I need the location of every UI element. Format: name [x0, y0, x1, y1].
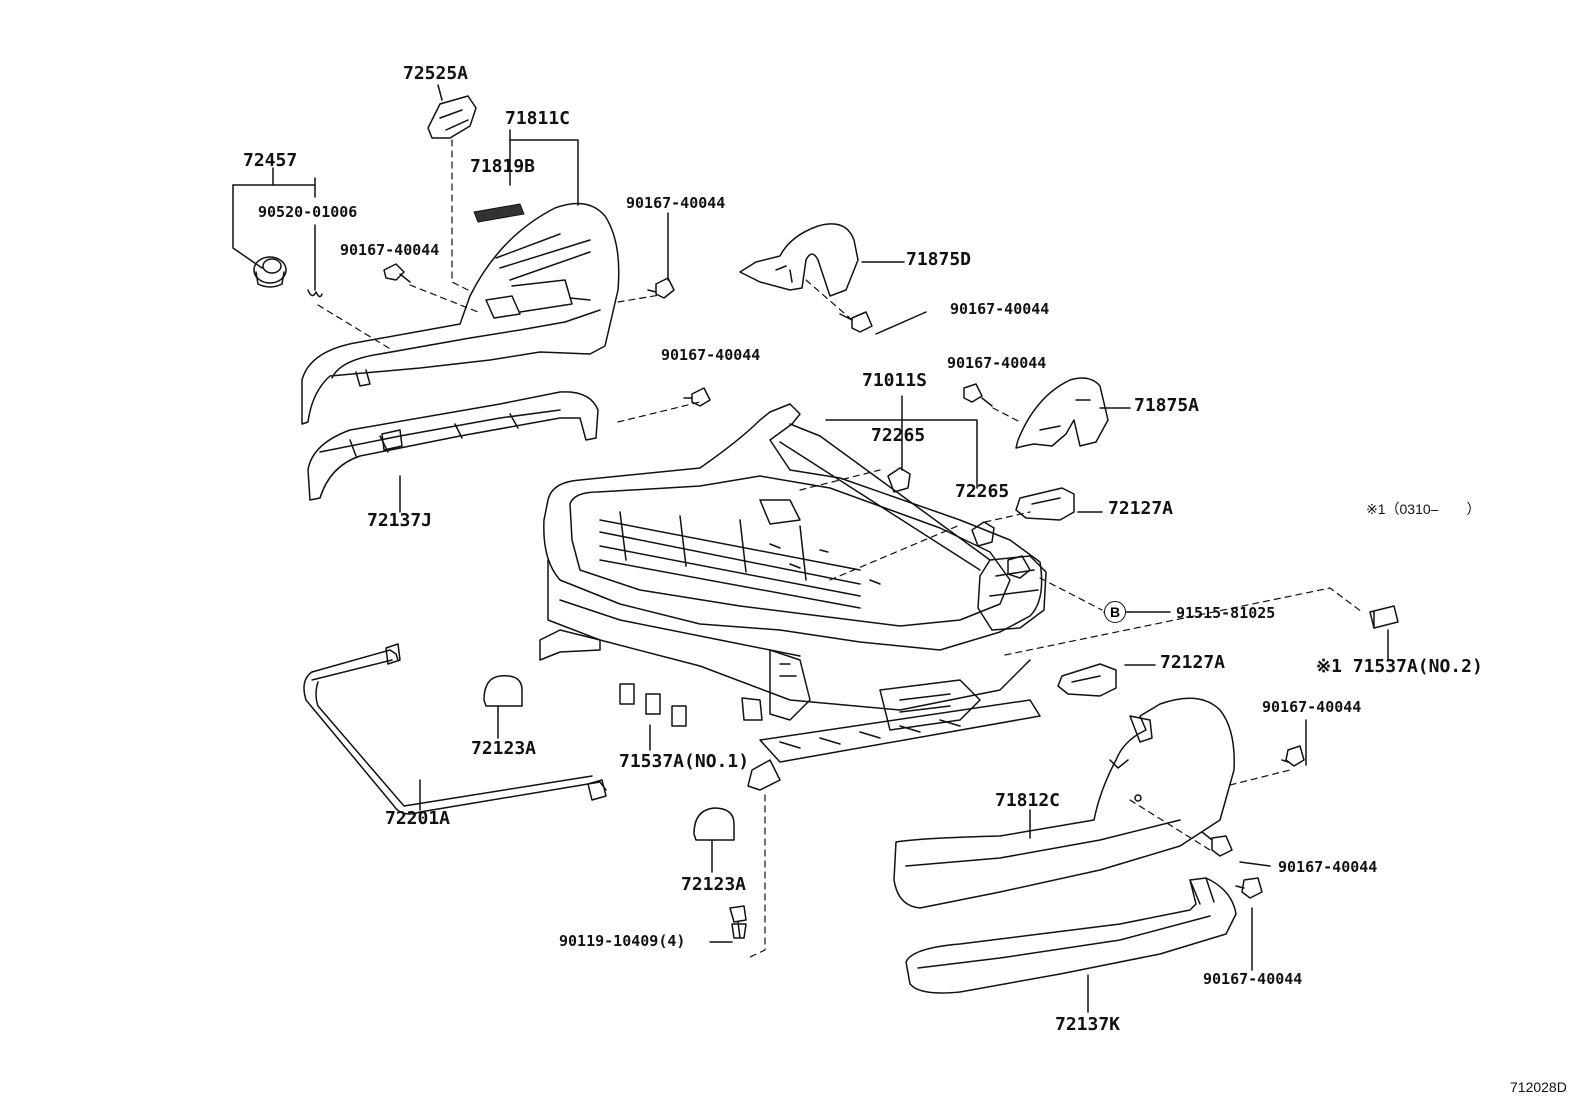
label-71875D: 71875D: [906, 249, 972, 270]
label-71537A-no1: 71537A(NO.1): [619, 751, 750, 772]
label-72127A-a: 72127A: [1108, 498, 1174, 519]
rod-72201A: [303, 643, 607, 815]
label-90167-40044-a: 90167-40044: [626, 194, 726, 212]
label-72265-a: 72265: [871, 425, 926, 446]
note-applicability: ※1（0310– ）: [1366, 501, 1481, 517]
plate-71819B: [473, 203, 525, 223]
seat-frame-71011S: [539, 403, 1047, 791]
label-72201A: 72201A: [385, 808, 451, 829]
bolt-90119: [731, 923, 747, 939]
label-71011S: 71011S: [862, 370, 928, 391]
shield-71812C: [893, 697, 1235, 909]
label-90167-40044-c: 90167-40044: [950, 300, 1050, 318]
label-72137J: 72137J: [367, 510, 433, 531]
label-90167-40044-b: 90167-40044: [340, 241, 440, 259]
label-90167-40044-g: 90167-40044: [1278, 858, 1378, 876]
bolt-set: [383, 263, 1305, 939]
label-72525A: 72525A: [403, 63, 469, 84]
cap-72123A-a: [483, 675, 523, 707]
leader-lines: [232, 84, 1389, 1013]
cap-72123A-b: [693, 807, 735, 841]
pads-71537A-no1: [619, 683, 687, 727]
label-72123A-a: 72123A: [471, 738, 537, 759]
label-72123A-b: 72123A: [681, 874, 747, 895]
knob-72457: [253, 256, 287, 288]
label-90167-40044-h: 90167-40044: [1203, 970, 1303, 988]
label-72127A-b: 72127A: [1160, 652, 1226, 673]
label-90167-40044-e: 90167-40044: [947, 354, 1047, 372]
label-91515-81025: 91515-81025: [1176, 604, 1276, 622]
label-90119-10409: 90119-10409(4): [559, 932, 686, 950]
trim-72137J: [307, 391, 599, 501]
bolt-91515: [1007, 555, 1031, 579]
trim-72137K: [905, 877, 1237, 994]
clip-90520: [307, 289, 323, 298]
label-72137K: 72137K: [1055, 1014, 1121, 1035]
diagram-reference-number: 712028D: [1510, 1079, 1567, 1095]
pad-72127A-b: [1057, 663, 1117, 697]
label-90167-40044-d: 90167-40044: [661, 346, 761, 364]
label-90520-01006: 90520-01006: [258, 203, 358, 221]
label-71537A-no2: ※1 71537A(NO.2): [1316, 656, 1483, 677]
label-90167-40044-f: 90167-40044: [1262, 698, 1362, 716]
clip-72265-b: [971, 521, 995, 547]
cover-71875D: [739, 223, 859, 297]
label-72457: 72457: [243, 150, 298, 171]
label-72265-b: 72265: [955, 481, 1010, 502]
shield-71811C: [301, 202, 620, 425]
cover-71875A: [1015, 377, 1109, 449]
label-71812C: 71812C: [995, 790, 1061, 811]
clip-72525A: [427, 95, 477, 139]
circle-marker-b: B: [1104, 601, 1126, 623]
pad-72127A-a: [1015, 487, 1075, 521]
label-71811C: 71811C: [505, 108, 571, 129]
label-71819B: 71819B: [470, 156, 536, 177]
pad-71537A-no2: [1369, 605, 1399, 629]
label-71875A: 71875A: [1134, 395, 1200, 416]
